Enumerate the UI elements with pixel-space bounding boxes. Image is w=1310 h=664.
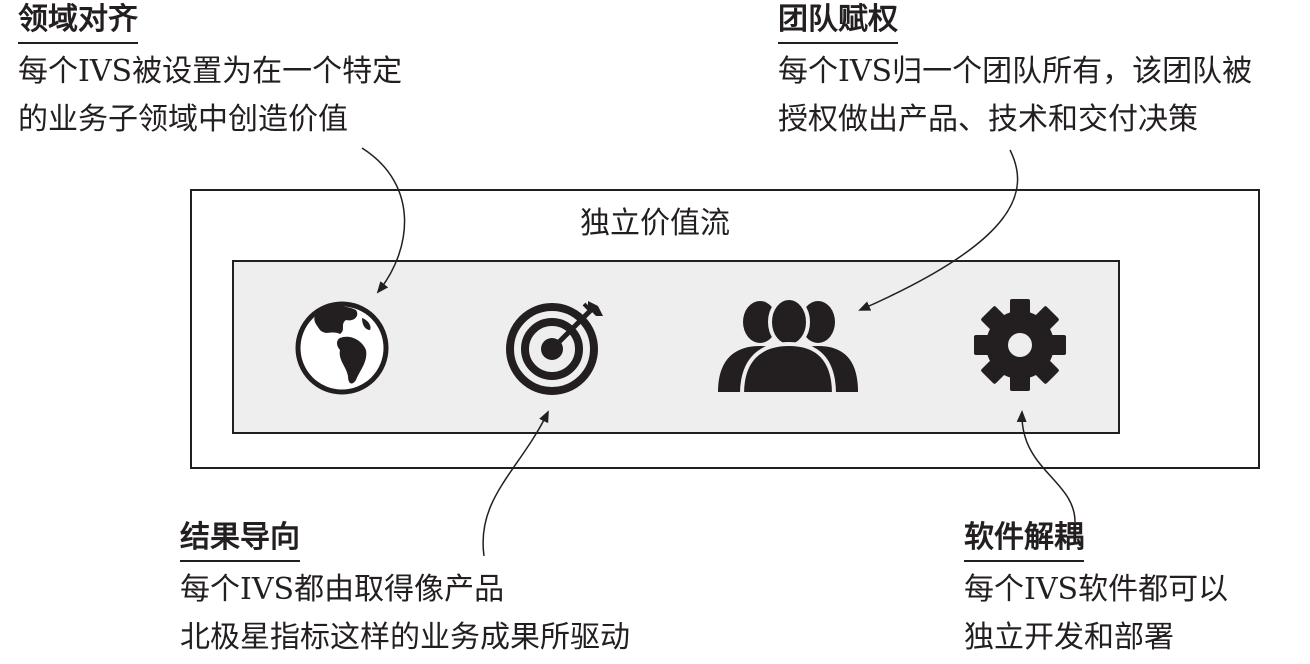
gear-icon	[974, 299, 1066, 391]
callout-title: 领域对齐	[18, 0, 138, 44]
callout-outcome-oriented: 结果导向 每个IVS都由取得像产品 北极星指标这样的业务成果所驱动	[180, 518, 630, 662]
callout-title: 结果导向	[180, 518, 300, 562]
connector-domain-to-globe	[361, 147, 406, 294]
callout-team-empowerment: 团队赋权 每个IVS归一个团队所有，该团队被 授权做出产品、技术和交付决策	[778, 0, 1252, 144]
team-icon	[718, 296, 858, 396]
callout-domain-alignment: 领域对齐 每个IVS被设置为在一个特定 的业务子领域中创造价值	[18, 0, 402, 144]
callout-text-line: 每个IVS都由取得像产品	[180, 572, 505, 607]
globe-icon	[295, 301, 389, 395]
box-title: 独立价值流	[580, 206, 730, 241]
target-icon	[506, 301, 603, 395]
callout-text-line: 每个IVS软件都可以	[964, 572, 1229, 607]
callout-text-line: 独立开发和部署	[964, 620, 1174, 655]
connector-team-to-team-icon	[858, 149, 1019, 311]
connector-outcome-to-target	[482, 410, 549, 557]
callout-text-line: 的业务子领域中创造价值	[18, 102, 348, 137]
callout-text-line: 每个IVS被设置为在一个特定	[18, 54, 403, 89]
connector-decouple-to-gear	[1016, 410, 1076, 523]
callout-title: 软件解耦	[964, 518, 1084, 562]
callout-text-line: 每个IVS归一个团队所有，该团队被	[778, 54, 1253, 89]
independent-value-stream-box	[190, 189, 1260, 469]
callout-software-decoupling: 软件解耦 每个IVS软件都可以 独立开发和部署	[964, 518, 1228, 662]
callout-text-line: 授权做出产品、技术和交付决策	[778, 102, 1198, 137]
callout-text-line: 北极星指标这样的业务成果所驱动	[180, 620, 630, 655]
callout-title: 团队赋权	[778, 0, 898, 44]
